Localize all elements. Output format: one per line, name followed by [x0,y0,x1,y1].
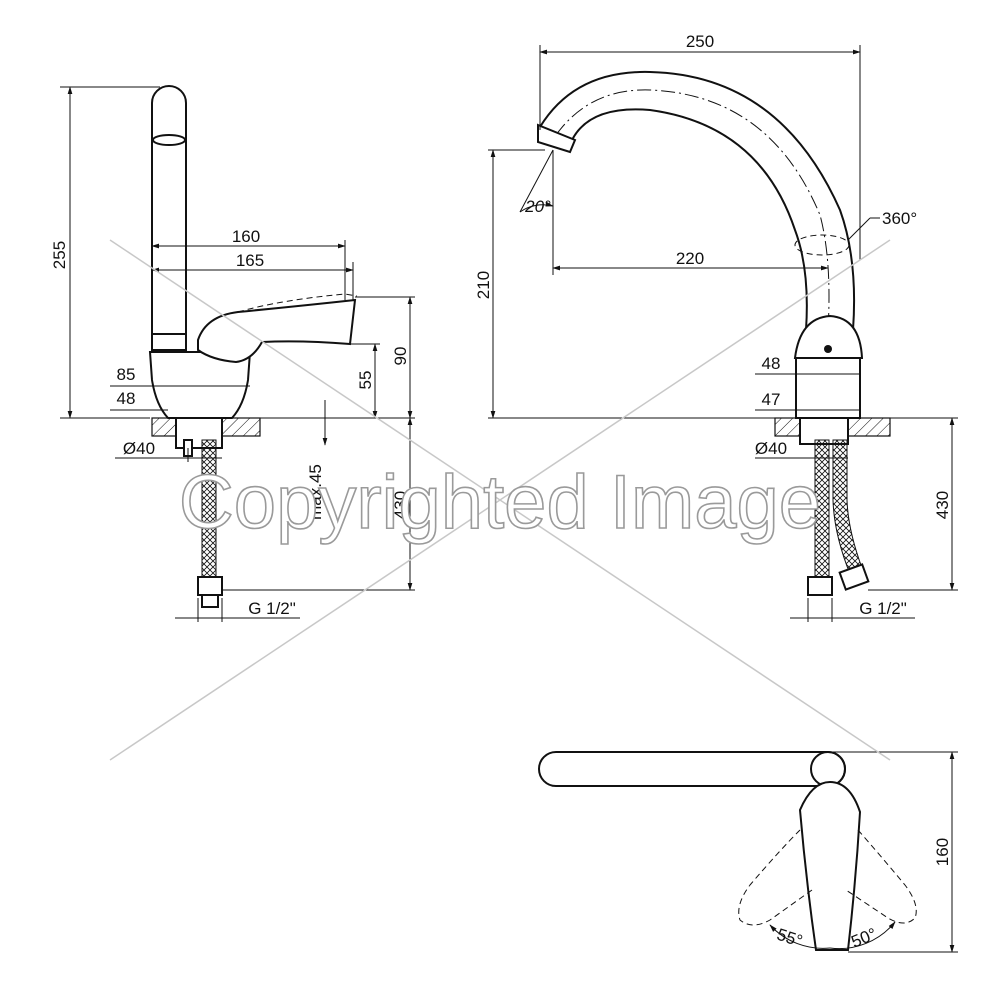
side-hose-fitting [201,594,219,608]
dim-depth-160: 160 [933,838,952,866]
top-lever-right-position [845,829,917,924]
watermark-text: Copyrighted Image [179,460,821,545]
dim-reach-250: 250 [686,32,714,51]
side-dimensions: 255 160 165 85 48 Ø40 max.45 430 G 1/2" … [50,86,415,622]
side-aerator [152,134,186,146]
dim-hose-430: 430 [391,491,410,519]
dim-body-48: 48 [117,389,136,408]
dim-tilt-angle: 20° [524,197,551,216]
side-hose-nut [197,576,223,596]
dim-front-hose-430: 430 [933,491,952,519]
dim-height-total: 255 [50,241,69,269]
front-spout-centerline [555,89,830,331]
top-spout [538,751,846,787]
dim-thread: G 1/2" [248,599,296,618]
dim-body-85: 85 [117,365,136,384]
side-spout [151,85,187,336]
front-lever-cap [793,314,864,359]
dim-lever-90: 90 [391,347,410,366]
front-swivel-ring [794,234,850,256]
front-dimensions: 250 220 210 20° 360° 48 47 Ø40 430 G 1/2… [474,32,958,622]
side-view [148,85,358,608]
dim-front-mount-d40: Ø40 [755,439,787,458]
dim-lever-165: 165 [236,251,264,270]
dim-front-base-47: 47 [762,390,781,409]
dim-rotation: 360° [882,209,917,228]
top-lever-left-position [738,829,813,926]
front-hose-right [832,439,863,575]
dim-lever-55: 55 [356,371,375,390]
dim-front-thread: G 1/2" [859,599,907,618]
front-aerator [537,123,577,154]
watermark: Copyrighted Image [109,239,891,761]
front-body [795,357,861,419]
dim-angle-right: 50° [848,924,879,951]
side-lever-alt-position [237,293,358,313]
dim-height-210: 210 [474,271,493,299]
dim-front-body-48: 48 [762,354,781,373]
front-lever-screw [824,345,832,353]
front-view [537,70,891,596]
front-hose-nut-left [807,576,833,596]
dim-outlet-220: 220 [676,249,704,268]
top-lever [798,780,862,951]
dim-max45: max.45 [306,464,325,520]
dim-lever-160: 160 [232,227,260,246]
front-hose-nut-right [838,563,870,591]
side-lever [197,298,357,364]
dim-angle-left: 55° [775,925,805,951]
front-spout [538,70,856,331]
dim-mount-d40: Ø40 [123,439,155,458]
top-view: 55° 50° 160 [538,751,958,953]
top-angle-arc-left [769,924,831,949]
top-angle-arc-right [829,921,896,950]
side-spout-ring [151,333,187,351]
